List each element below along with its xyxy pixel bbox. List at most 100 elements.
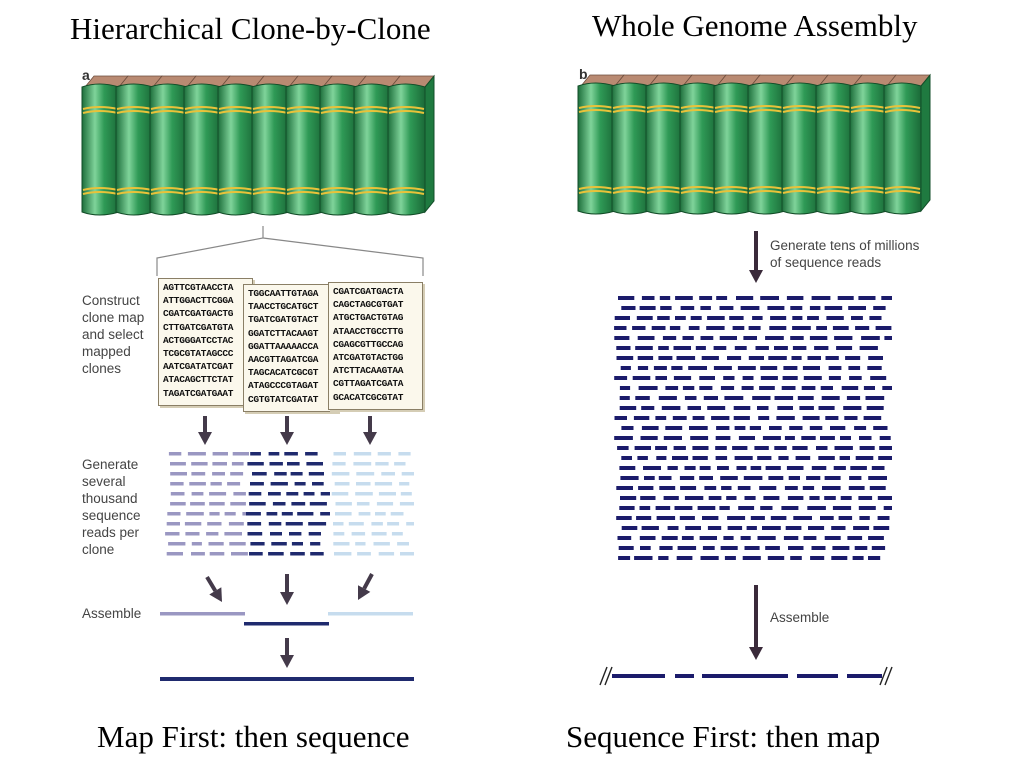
sequence-read: [614, 436, 633, 440]
sequence-read: [268, 452, 280, 456]
title-whole-genome: Whole Genome Assembly: [592, 8, 918, 43]
sequence-read: [781, 506, 799, 510]
book-spine: [387, 83, 426, 216]
sequence-read: [401, 472, 414, 476]
sequence-read: [821, 396, 840, 400]
sequence-read: [721, 486, 732, 490]
book-band: [150, 106, 187, 110]
sequence-read: [356, 502, 370, 506]
sequence-read: [167, 512, 181, 516]
sequence-read: [820, 436, 835, 440]
sequence-read: [270, 482, 288, 486]
sequence-read: [371, 522, 383, 526]
sequence-read: [809, 496, 820, 500]
sequence-line: CGAGCGTTGCCAG: [333, 338, 404, 350]
book-band: [286, 191, 323, 195]
sequence-read: [699, 296, 713, 300]
sequence-read: [334, 552, 352, 556]
book-spine: [849, 82, 888, 215]
book-spine: [883, 82, 922, 215]
sequence-read: [210, 482, 222, 486]
sequence-read: [695, 346, 706, 350]
arrow-head: [363, 432, 377, 445]
sequence-line: ATCGATGTACTGG: [333, 352, 404, 364]
sequence-line: AATCGATATCGAT: [163, 361, 234, 373]
book-band: [320, 106, 357, 110]
arrow-shaft: [205, 575, 218, 592]
sequence-read: [875, 326, 892, 330]
sequence-read: [701, 356, 719, 360]
sequence-read: [658, 396, 677, 400]
sequence-read: [733, 406, 751, 410]
sequence-read: [209, 492, 227, 496]
sequence-read: [733, 416, 750, 420]
sequence-read: [882, 386, 892, 390]
sequence-line: CGTTAGATCGATA: [333, 378, 404, 390]
sequence-read: [734, 426, 746, 430]
book-band: [320, 191, 357, 195]
book-band: [782, 190, 819, 194]
sequence-read: [729, 316, 744, 320]
sequence-read: [765, 466, 781, 470]
sequence-line: TAGATCGATGAAT: [163, 387, 234, 399]
sequence-read: [212, 472, 225, 476]
sequence-read: [331, 492, 349, 496]
sequence-read: [639, 506, 651, 510]
sequence-read: [291, 542, 303, 546]
sequence-read: [334, 482, 350, 486]
sequence-read: [619, 466, 636, 470]
sequence-read: [634, 556, 653, 560]
assembled-contig-2: [244, 622, 329, 626]
sequence-read: [788, 476, 800, 480]
arrow-head: [280, 655, 294, 668]
sequence-read: [355, 542, 366, 546]
sequence-read: [801, 436, 816, 440]
sequence-read: [859, 446, 875, 450]
sequence-read: [748, 356, 764, 360]
sequence-read: [792, 446, 808, 450]
sequence-read: [667, 526, 679, 530]
sequence-read: [866, 406, 884, 410]
sequence-read: [770, 516, 787, 520]
sequence-read: [770, 316, 787, 320]
sequence-read: [713, 346, 727, 350]
sequence-line: ATTGGACTTCGGA: [163, 295, 234, 307]
sequence-read: [663, 436, 682, 440]
sequence-read: [656, 516, 676, 520]
sequence-read: [852, 556, 864, 560]
sequence-read: [659, 546, 673, 550]
clone-reads: [165, 452, 414, 556]
sequence-read: [617, 536, 632, 540]
sequence-read: [767, 306, 785, 310]
book-band: [680, 105, 717, 109]
sequence-read: [209, 552, 225, 556]
sequence-read: [790, 306, 803, 310]
sequence-read: [702, 516, 719, 520]
arrow-head: [749, 647, 763, 660]
sequence-read: [619, 506, 635, 510]
sequence-read: [268, 492, 281, 496]
sequence-read: [870, 376, 887, 380]
sequence-read: [688, 326, 700, 330]
sequence-read: [757, 456, 772, 460]
sequence-read: [228, 522, 244, 526]
sequence-read: [720, 546, 738, 550]
break-mark: [884, 666, 893, 686]
sequence-read: [230, 472, 244, 476]
book-band: [82, 106, 119, 110]
sequence-read: [671, 366, 683, 370]
sequence-read: [790, 336, 804, 340]
sequence-read: [357, 552, 371, 556]
title-clone-by-clone: Hierarchical Clone-by-Clone: [70, 11, 431, 46]
sequence-read: [769, 326, 787, 330]
book-band: [850, 190, 887, 194]
sequence-read: [848, 486, 865, 490]
sequence-read: [381, 472, 395, 476]
sequence-read: [400, 492, 412, 496]
book-band: [816, 109, 853, 113]
sequence-read: [248, 492, 262, 496]
sequence-read: [641, 406, 655, 410]
book-band: [782, 109, 819, 113]
sequence-read: [684, 466, 696, 470]
sequence-read: [191, 492, 204, 496]
